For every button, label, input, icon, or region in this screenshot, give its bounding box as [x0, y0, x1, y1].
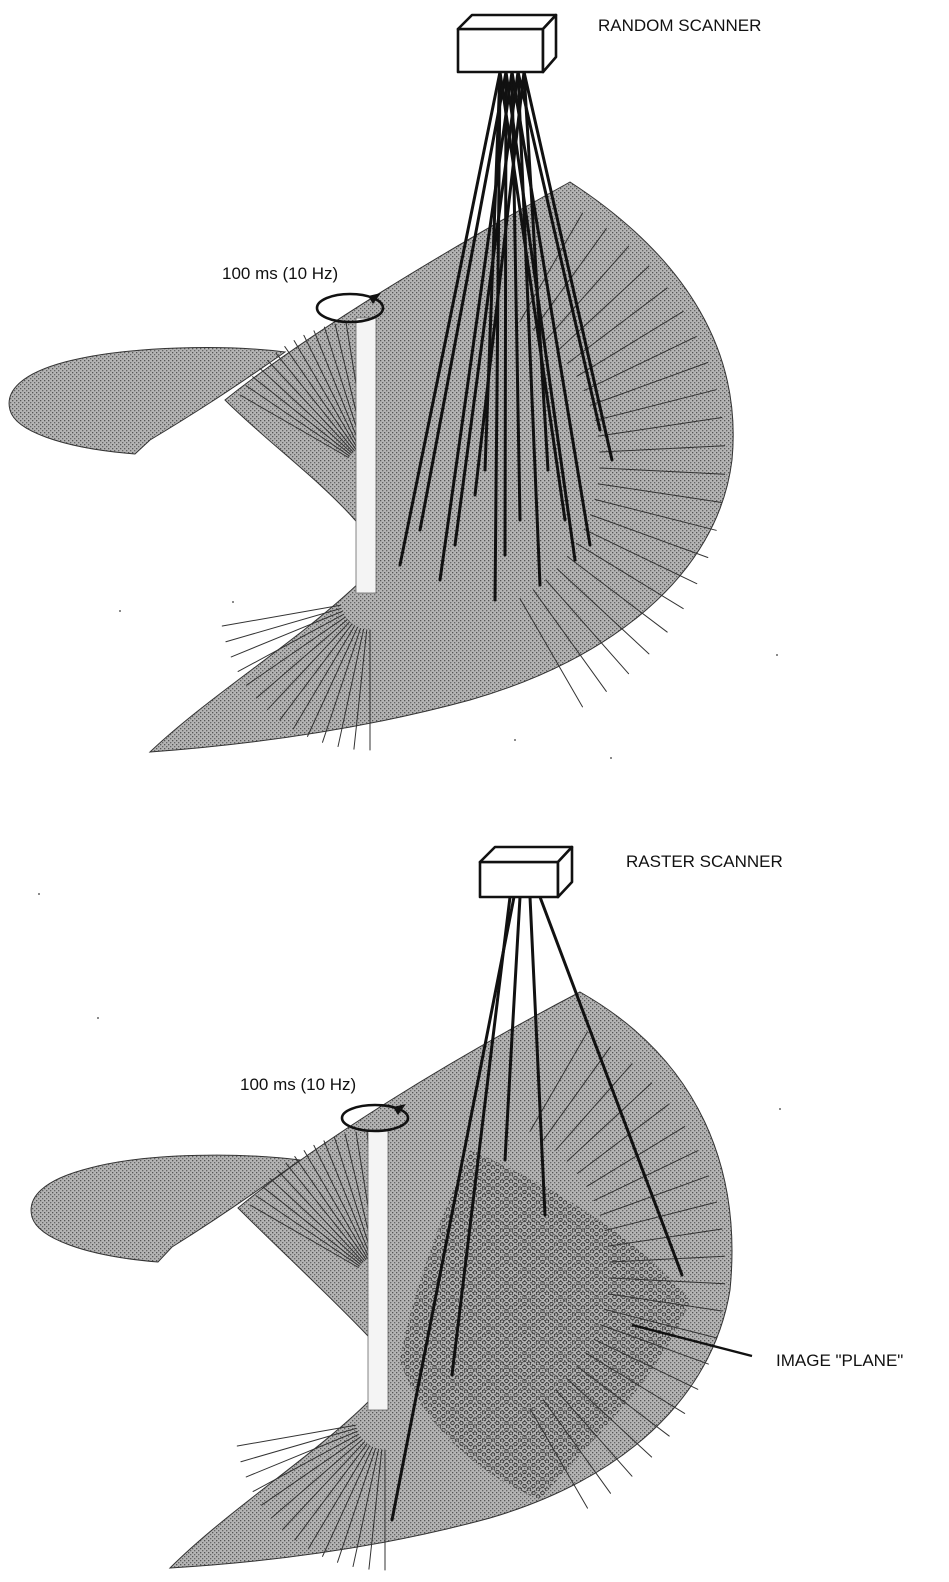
scanner-label: RANDOM SCANNER — [598, 16, 761, 35]
scanner-box-icon — [458, 15, 556, 72]
image-plane-label: IMAGE "PLANE" — [776, 1351, 903, 1370]
scanner-label: RASTER SCANNER — [626, 852, 783, 871]
random-scanner-figure: 100 ms (10 Hz) RANDOM SCANNER — [9, 15, 761, 752]
scanner-box-icon — [480, 847, 572, 897]
rotation-label: 100 ms (10 Hz) — [222, 264, 338, 283]
rotation-axis-shaft — [356, 318, 376, 593]
rotation-label: 100 ms (10 Hz) — [240, 1075, 356, 1094]
rotation-axis-shaft — [368, 1130, 388, 1410]
scanner-beam — [505, 72, 506, 555]
raster-scanner-figure: 100 ms (10 Hz) RASTER SCANNER IMAGE "PLA… — [31, 847, 903, 1570]
